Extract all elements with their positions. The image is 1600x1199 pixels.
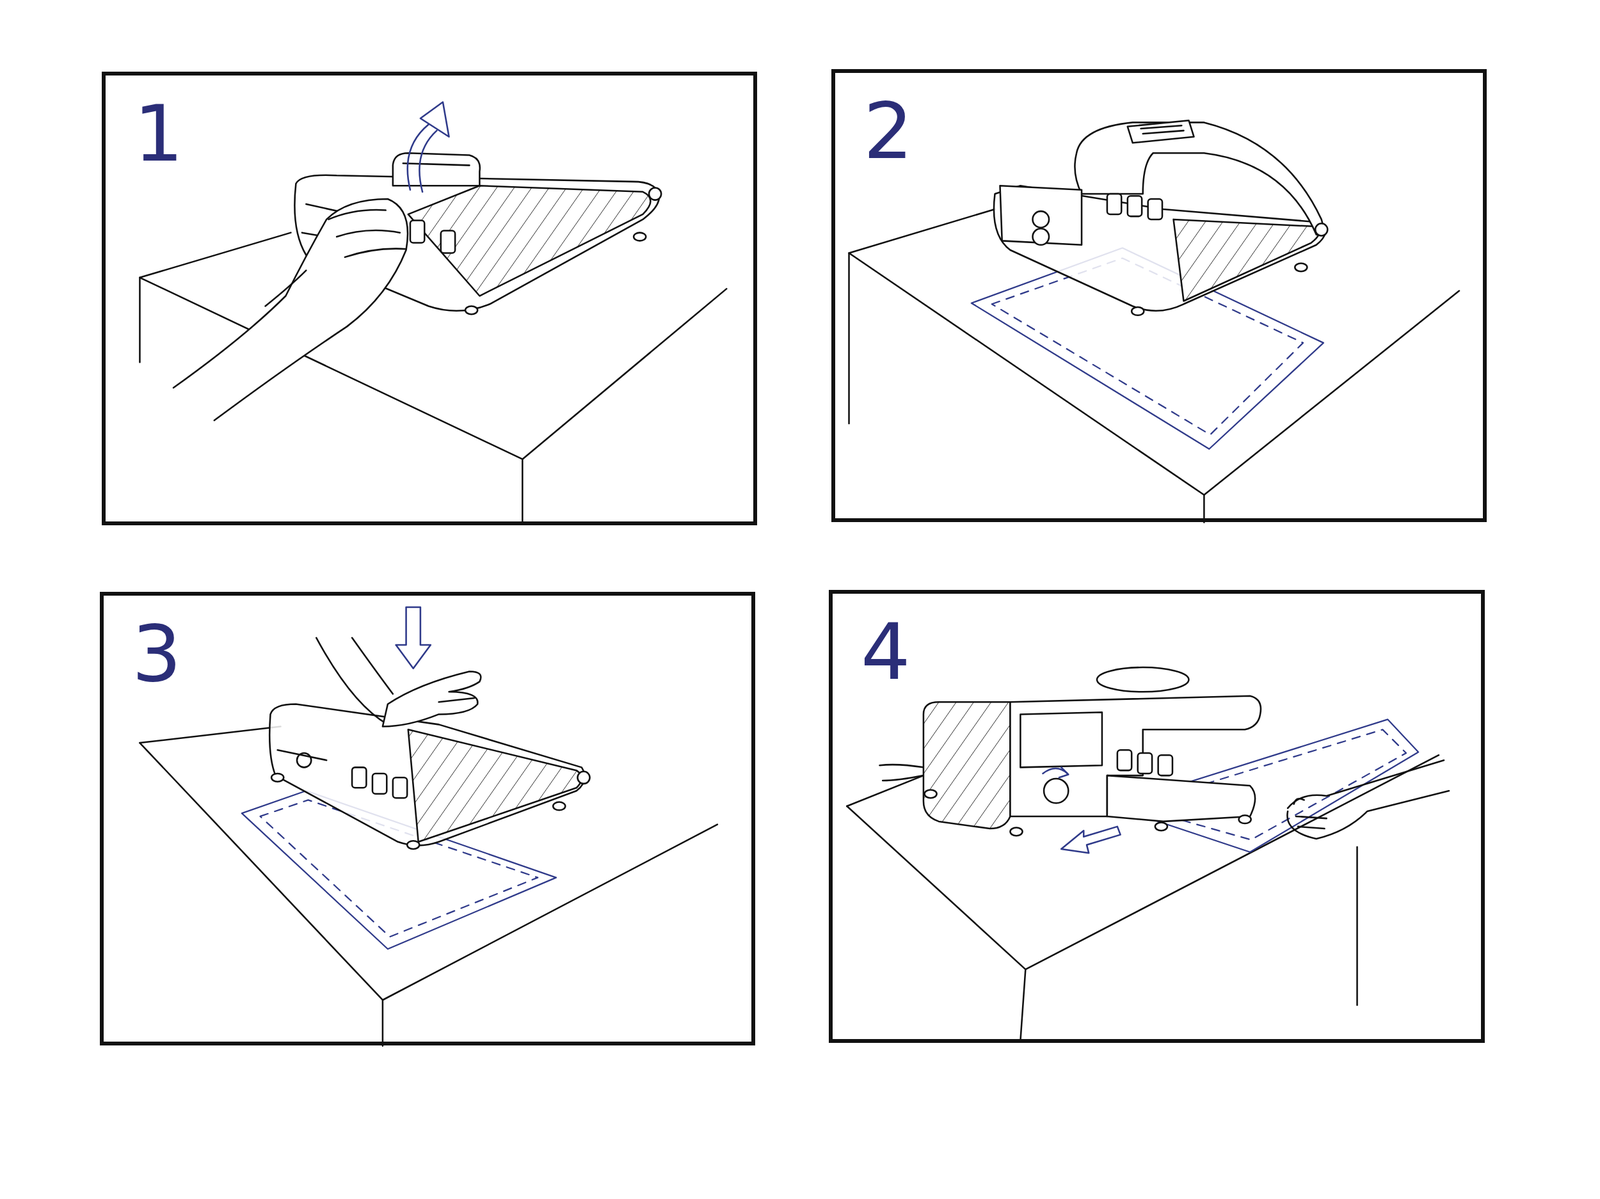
table	[139, 232, 291, 278]
hand	[328, 209, 386, 220]
hand	[173, 199, 408, 421]
sealer-device	[465, 305, 478, 315]
sealer-device-open	[993, 185, 1326, 311]
table	[139, 727, 717, 1047]
sealer-device	[277, 750, 328, 761]
sealer-device-rotated	[879, 667, 1261, 836]
hand	[1294, 798, 1305, 805]
pull-arrow	[1061, 826, 1120, 854]
sealer-device	[410, 220, 425, 243]
hand	[336, 230, 400, 237]
rotate-arrow	[1042, 767, 1069, 778]
sealer-device-rotated	[1239, 815, 1252, 824]
sealer-device-open	[1315, 223, 1328, 236]
press-arrow	[396, 607, 431, 669]
lift-arrow	[407, 101, 450, 192]
sealer-device	[577, 771, 590, 784]
sealer-device	[633, 232, 646, 242]
sealer-device-rotated	[1043, 778, 1069, 804]
lift-arrow	[420, 101, 450, 137]
sealer-device	[269, 704, 585, 846]
sealer-device	[372, 773, 387, 795]
sealer-device-rotated	[882, 775, 924, 781]
sealer-device-open	[1107, 193, 1122, 215]
panel-number: 2	[863, 92, 914, 171]
sealer-device-open	[1127, 195, 1142, 217]
table	[139, 727, 281, 744]
sealer-device	[407, 840, 420, 850]
sealer-device	[408, 185, 651, 296]
sealer-device-rotated	[1009, 827, 1023, 836]
hand	[1296, 816, 1327, 829]
sealer-device	[352, 767, 367, 788]
sealer-device-rotated	[879, 764, 924, 768]
table	[1020, 969, 1026, 1042]
sealer-device-open	[1148, 199, 1163, 220]
panel-number: 3	[131, 615, 182, 694]
sealer-device-open	[1032, 211, 1050, 228]
hand	[316, 638, 388, 726]
hand	[316, 638, 481, 728]
sealer-device-rotated	[924, 789, 937, 799]
hand	[439, 698, 475, 703]
table	[382, 1000, 384, 1047]
sealer-device-rotated	[1107, 775, 1256, 822]
pull-arrow	[1061, 826, 1120, 854]
lift-arrow	[419, 130, 437, 192]
hand	[1287, 791, 1449, 840]
storyboard-panel: 1	[101, 71, 758, 526]
press-arrow	[396, 607, 431, 669]
panel-number: 4	[860, 613, 911, 692]
sealer-device-rotated	[1158, 755, 1173, 776]
hand	[1287, 760, 1449, 840]
hand	[1287, 760, 1444, 809]
hand	[344, 248, 407, 258]
sealer-device-rotated	[1096, 667, 1189, 692]
sealer-device-open	[993, 120, 1328, 316]
sealer-device	[648, 187, 662, 200]
storyboard-panel: 3	[99, 592, 756, 1046]
lift-arrow	[407, 124, 429, 191]
sealer-device-open	[1141, 125, 1184, 134]
table	[846, 775, 924, 807]
hand	[173, 199, 408, 421]
sealer-device-open	[1173, 219, 1320, 302]
rotate-arrow	[1059, 767, 1069, 778]
sealer-device-open	[1294, 263, 1307, 272]
sealer-device	[392, 777, 408, 799]
sealer-device-open	[1074, 122, 1323, 235]
sealer-device	[392, 152, 480, 186]
sealer-device	[408, 729, 582, 842]
panel-number: 1	[133, 94, 184, 173]
sealer-device-rotated	[1155, 822, 1168, 831]
sealer-device-rotated	[923, 702, 1011, 829]
sealer-device	[271, 773, 284, 783]
sealer-device-rotated	[1117, 750, 1132, 771]
table	[849, 209, 996, 254]
sealer-device-open	[1131, 307, 1144, 316]
sealer-device	[552, 802, 566, 811]
sealer-device	[269, 704, 590, 849]
sealer-device-open	[1032, 228, 1050, 246]
sealer-device-rotated	[1137, 753, 1152, 774]
sealer-device	[403, 163, 470, 166]
hand	[352, 638, 393, 695]
table	[521, 459, 524, 523]
sealer-device-open	[1000, 185, 1083, 246]
hand	[382, 671, 481, 727]
storyboard-panel: 2	[831, 69, 1487, 523]
sealer-device-rotated	[1020, 712, 1103, 768]
hand	[265, 270, 307, 307]
storyboard-panel: 4	[828, 590, 1485, 1044]
table	[1356, 847, 1359, 1006]
sealer-device-open	[1127, 120, 1195, 143]
sealer-device	[440, 230, 456, 253]
